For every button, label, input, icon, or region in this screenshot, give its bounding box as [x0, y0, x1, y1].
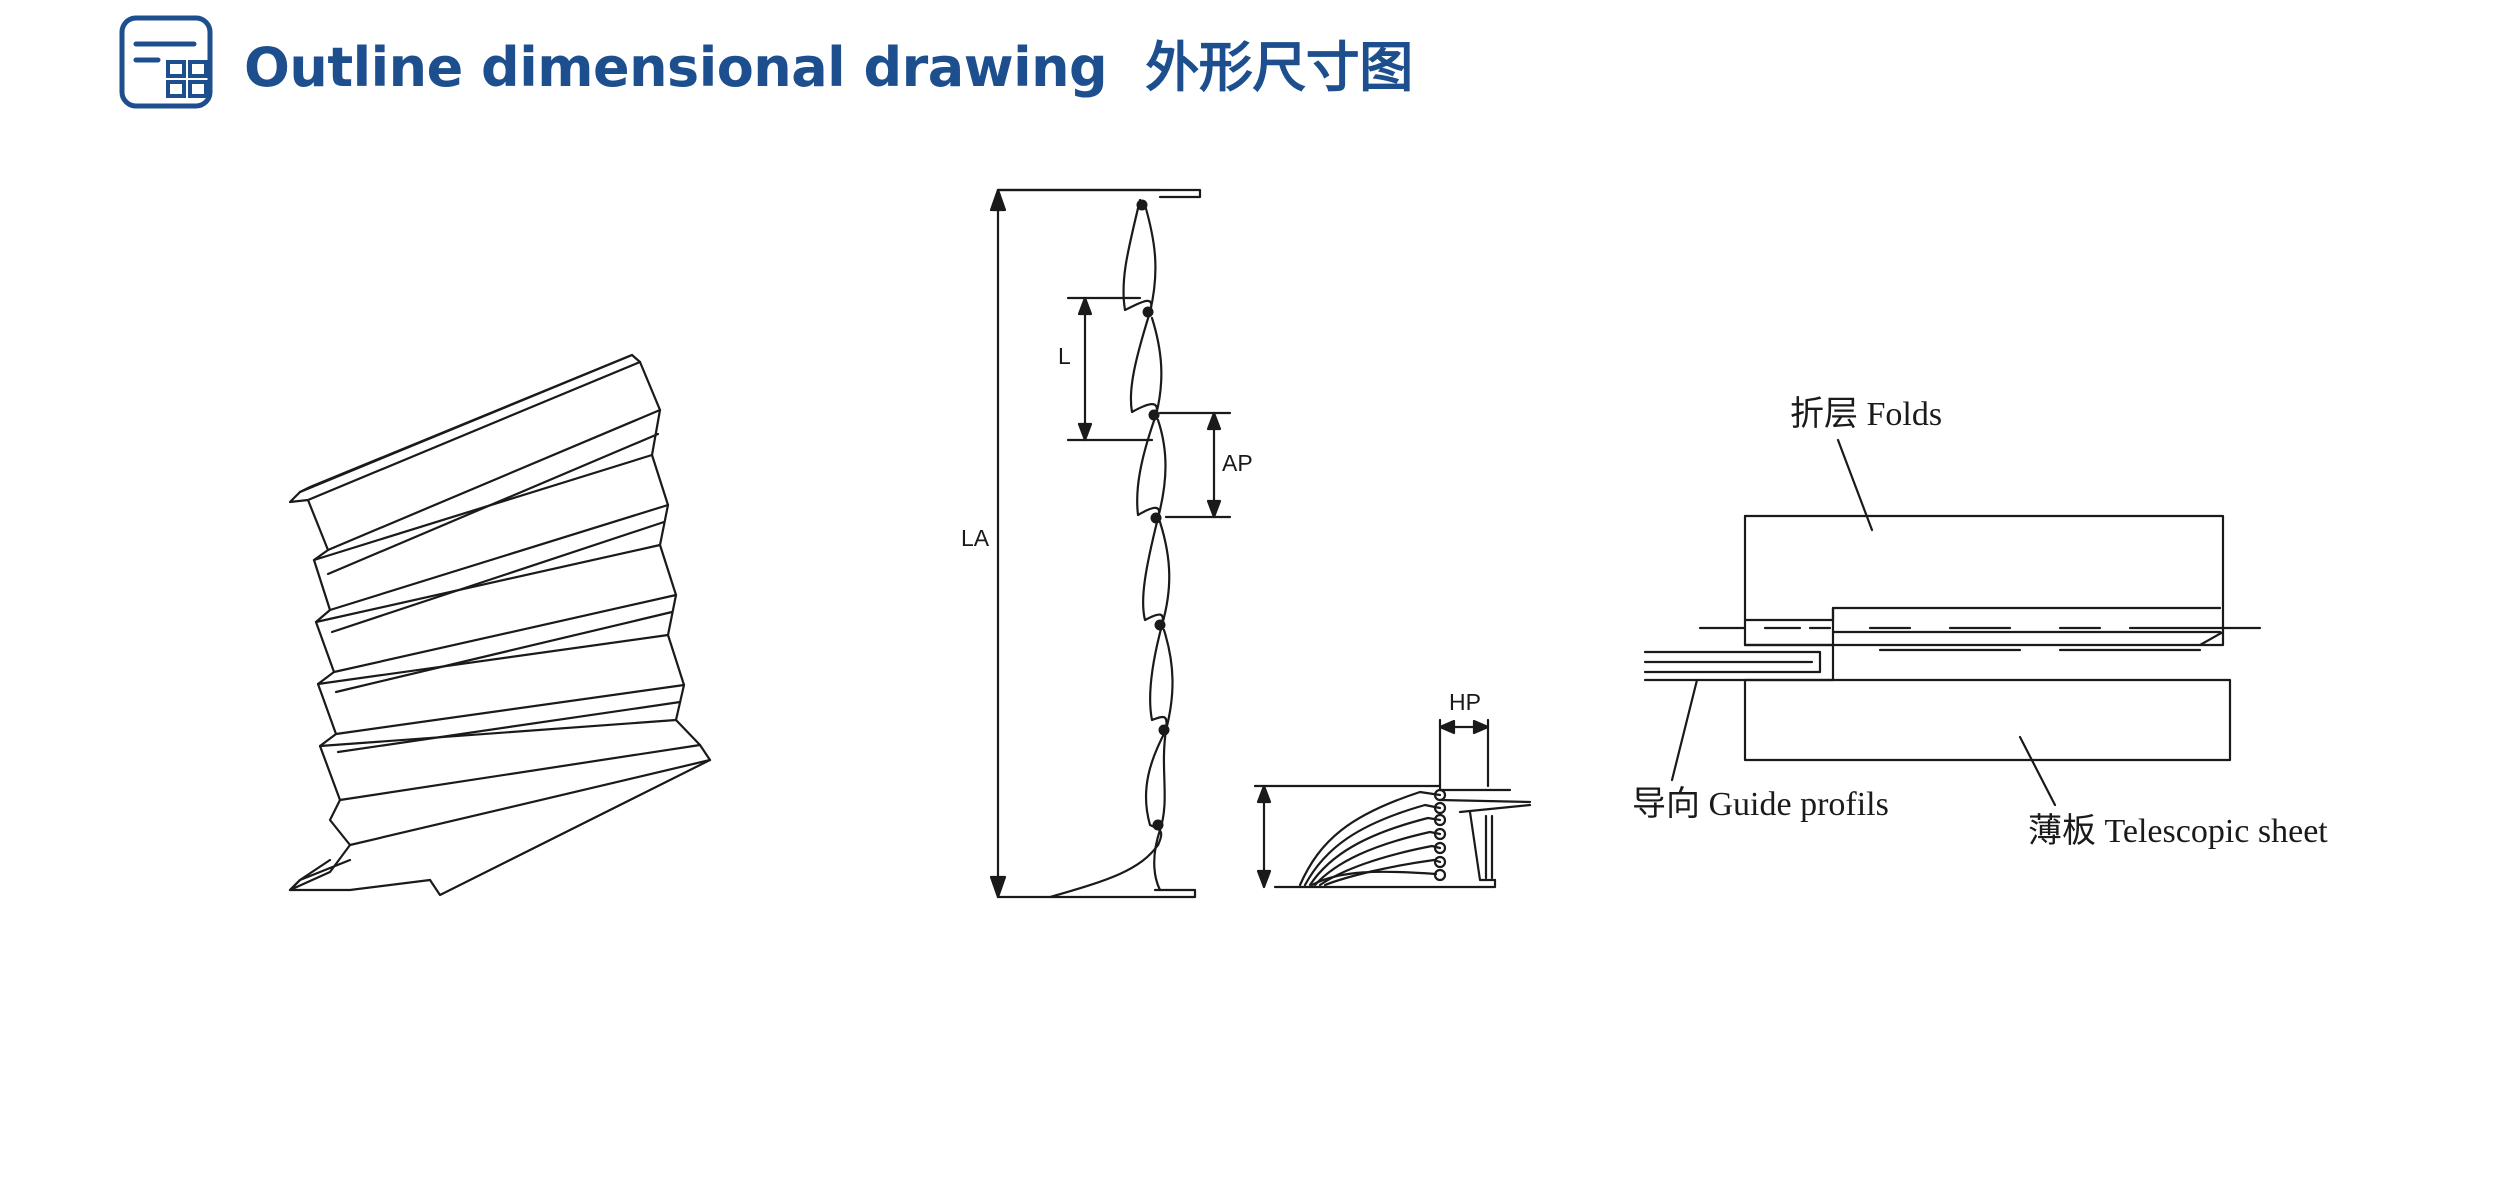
- dim-hp-label: HP: [1449, 689, 1481, 715]
- guide-section-view: 折层 Folds 导向 Guide profils 薄板 Telescopic …: [1632, 395, 2328, 850]
- callout-folds: 折层 Folds: [1790, 395, 1942, 433]
- page-header: Outline dimensional drawing 外形尺寸图: [118, 14, 1413, 110]
- layout-grid-icon: [119, 15, 213, 109]
- callout-guide-profils: 导向 Guide profils: [1632, 785, 1889, 823]
- compressed-bellows-view: HP: [1253, 689, 1532, 889]
- callout-telescopic-sheet: 薄板 Telescopic sheet: [2028, 812, 2328, 850]
- page-title: Outline dimensional drawing 外形尺寸图: [244, 23, 1413, 102]
- page-title-en: Outline dimensional drawing: [244, 35, 1108, 99]
- page-title-cn: 外形尺寸图: [1145, 35, 1413, 99]
- dim-ap-label: AP: [1222, 450, 1253, 476]
- dim-l-label: L: [1058, 343, 1071, 369]
- isometric-bellows-view: [288, 353, 712, 897]
- dim-la-label: LA: [961, 525, 990, 551]
- side-section-view: LA L AP: [961, 188, 1253, 899]
